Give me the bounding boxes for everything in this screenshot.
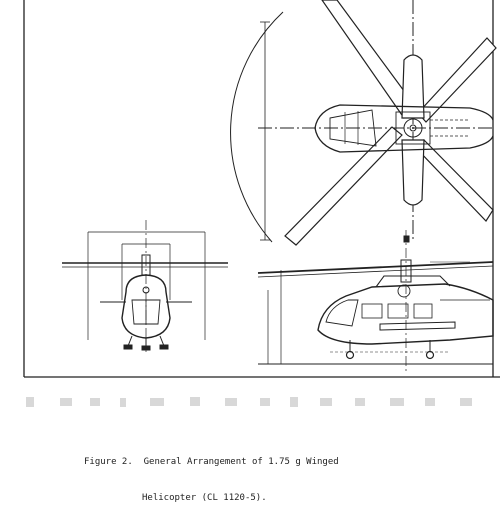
front-view	[62, 220, 228, 352]
rotor-disk-arc	[230, 11, 284, 243]
document-page: Figure 2. General Arrangement of 1.75 g …	[23, 0, 500, 503]
figure-caption: Figure 2. General Arrangement of 1.75 g …	[84, 432, 444, 528]
side-view	[257, 230, 494, 372]
figure-caption-line2: Helicopter (CL 1120-5).	[142, 493, 267, 503]
figure-caption-line1: Figure 2. General Arrangement of 1.75 g …	[84, 457, 339, 467]
drawing-border	[23, 0, 500, 378]
rotor-blades	[284, 0, 497, 246]
bleed-through-marks	[26, 397, 472, 407]
fuselage-top	[314, 104, 494, 153]
engineering-drawing	[23, 0, 500, 407]
top-view	[230, 0, 497, 246]
